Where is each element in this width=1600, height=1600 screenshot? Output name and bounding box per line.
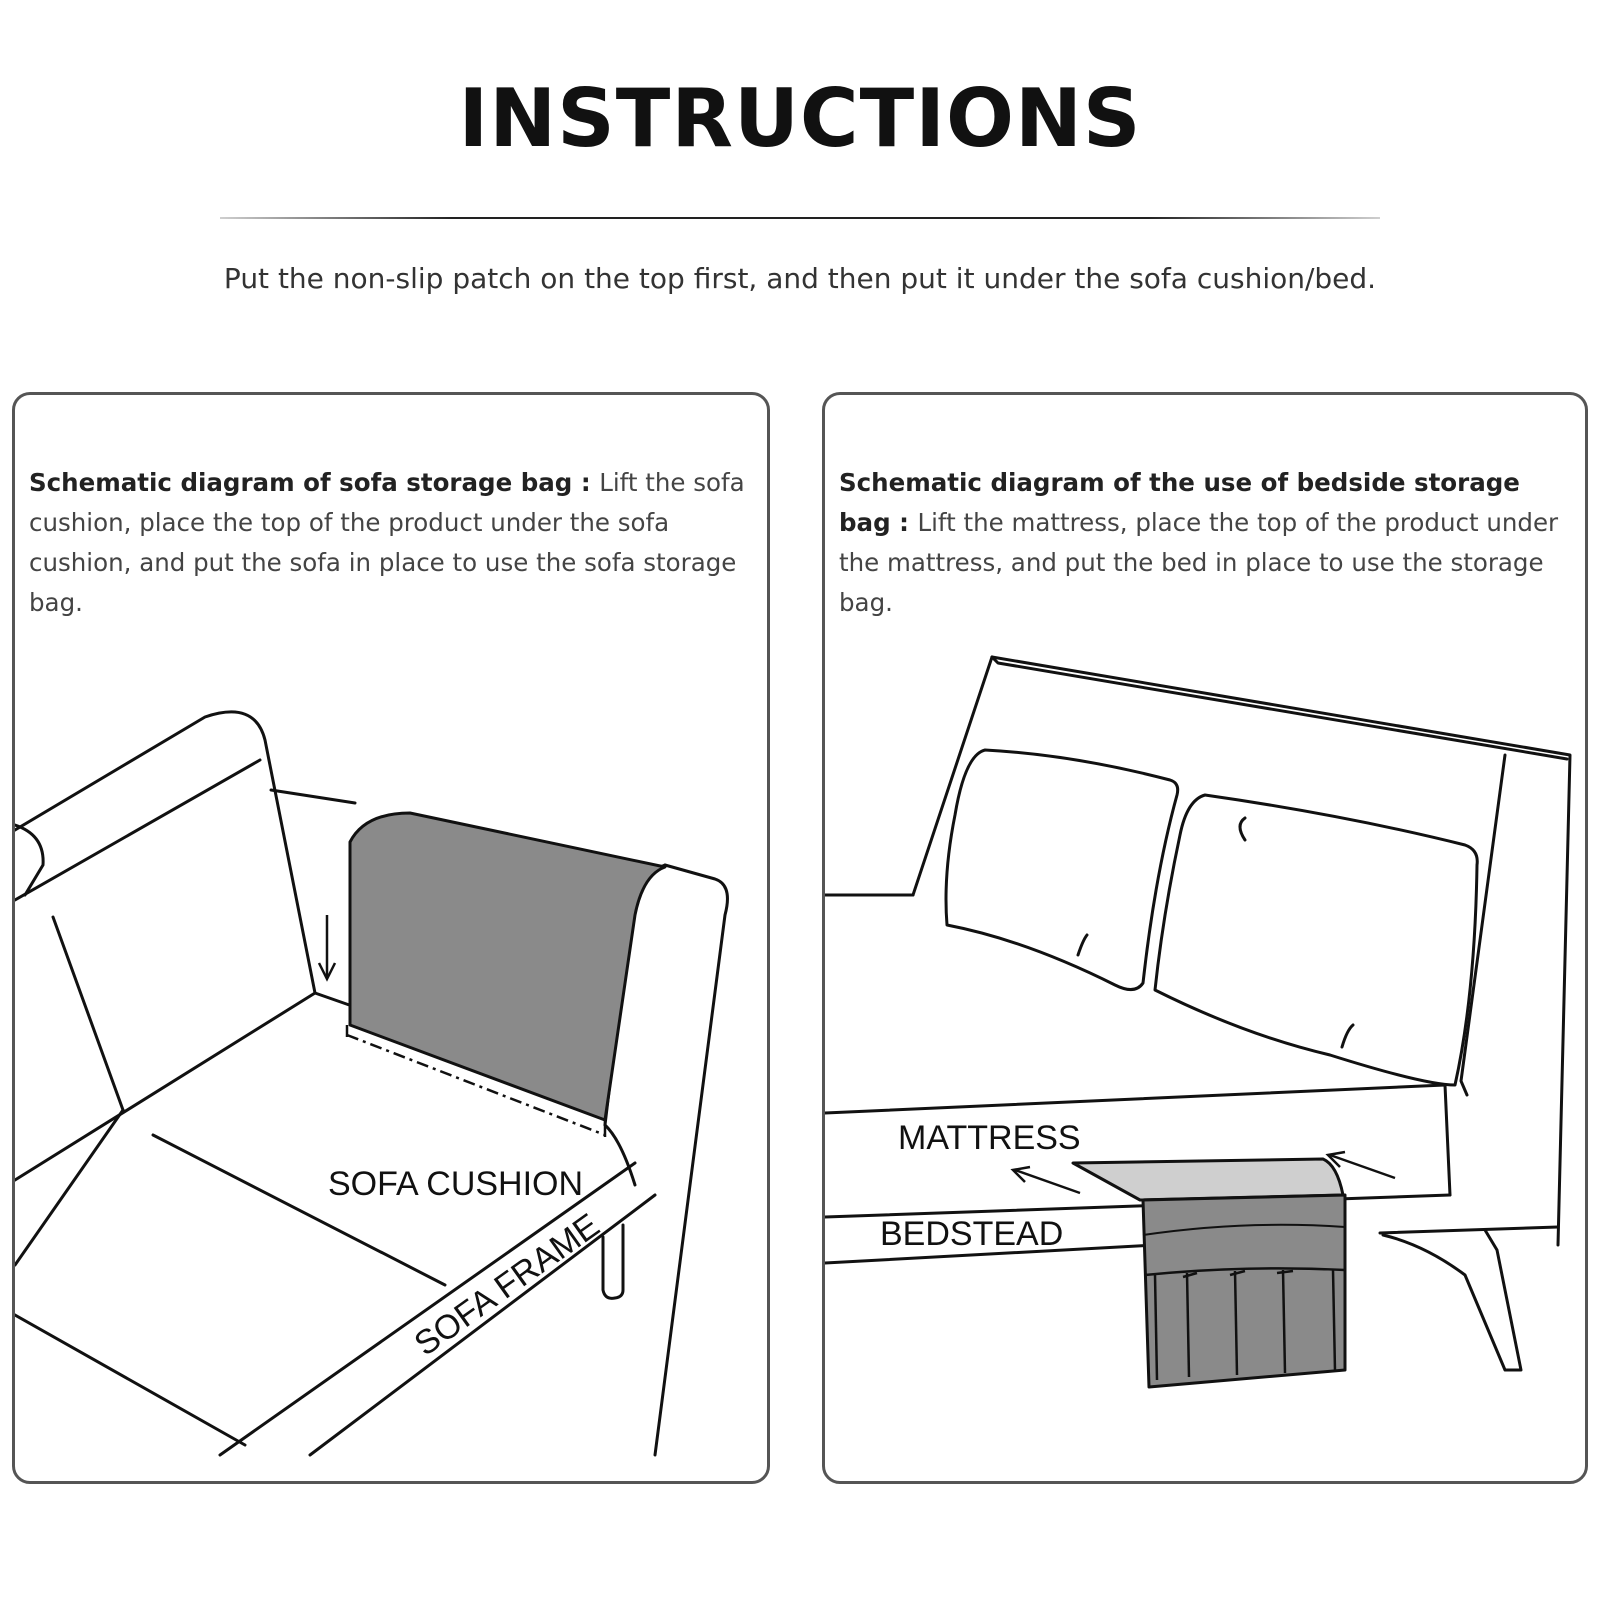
sofa-description: Schematic diagram of sofa storage bag : … xyxy=(29,463,753,623)
sofa-right-arm xyxy=(653,863,729,1457)
sofa-storage-bag xyxy=(348,811,667,1122)
arrow-right-icon xyxy=(1325,1150,1396,1180)
bed-description-text: Lift the mattress, place the top of the … xyxy=(839,508,1559,617)
bed-panel: Schematic diagram of the use of bedside … xyxy=(822,392,1588,1484)
page-title: INSTRUCTIONS xyxy=(458,72,1142,165)
headboard xyxy=(990,655,1572,1247)
bed-leg xyxy=(1381,1228,1523,1372)
sofa-description-text: Lift the sofa cushion, place the top of … xyxy=(29,468,745,617)
bedside-storage-bag xyxy=(1141,1193,1347,1389)
page-subtitle: Put the non-slip patch on the top first,… xyxy=(223,262,1377,295)
title-divider xyxy=(220,217,1380,219)
sofa-cushion-label: SOFA CUSHION xyxy=(328,1165,583,1203)
sofa-leg xyxy=(601,1223,625,1300)
mattress-label: MATTRESS xyxy=(898,1119,1081,1157)
sofa-illustration: SOFA CUSHION SOFA FRAME xyxy=(15,710,729,1457)
pillow-left xyxy=(944,748,1180,991)
sofa-description-heading: Schematic diagram of sofa storage bag : xyxy=(29,468,600,497)
sofa-frame-label: SOFA FRAME xyxy=(408,1206,607,1363)
bag-tuck-line xyxy=(346,1033,606,1137)
down-arrow-icon xyxy=(317,915,337,982)
bed-illustration: MATTRESS BEDSTEAD xyxy=(825,655,1572,1389)
sofa-frame-edge xyxy=(218,1161,637,1457)
pillow-right xyxy=(1153,793,1479,1087)
sofa-panel: Schematic diagram of sofa storage bag : … xyxy=(12,392,770,1484)
sofa-left-arm xyxy=(15,710,317,995)
bedstead-edge xyxy=(825,1243,1157,1265)
arrow-left-icon xyxy=(1010,1165,1081,1195)
mattress-edge xyxy=(825,1083,1452,1197)
bed-description-heading: Schematic diagram of the use of bedside … xyxy=(839,468,1520,537)
bed-description: Schematic diagram of the use of bedside … xyxy=(839,463,1571,623)
bag-top-pad xyxy=(1071,1157,1345,1202)
bedstead-label: BEDSTEAD xyxy=(880,1215,1063,1253)
bag-pockets xyxy=(1144,1267,1346,1381)
